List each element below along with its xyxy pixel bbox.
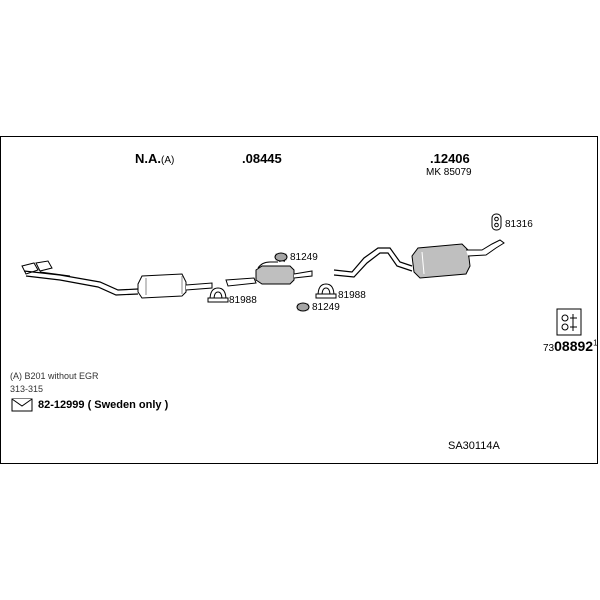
clamp-81249-bottom-icon[interactable] bbox=[296, 302, 310, 312]
rear-pipe-icon[interactable] bbox=[333, 247, 413, 278]
diagram-id: SA30114A bbox=[448, 440, 500, 452]
mounting-kit-line[interactable]: 82-12999 ( Sweden only ) bbox=[38, 399, 169, 411]
range-note: 313-315 bbox=[10, 384, 44, 394]
label-81249-top: 81249 bbox=[290, 252, 318, 263]
middle-silencer-icon[interactable] bbox=[225, 255, 313, 287]
clamp-81249-top-icon[interactable] bbox=[274, 252, 288, 262]
label-81988-left: 81988 bbox=[229, 295, 257, 306]
part-12406[interactable]: .12406 bbox=[430, 151, 470, 166]
part-08445[interactable]: .08445 bbox=[242, 151, 282, 166]
label-81988-right: 81988 bbox=[338, 290, 366, 301]
part-na[interactable]: N.A.(A) bbox=[135, 151, 175, 166]
diagram-frame bbox=[0, 136, 598, 464]
variant-note: (A) B201 without EGR bbox=[10, 371, 99, 381]
front-pipe-icon[interactable] bbox=[21, 260, 139, 296]
mounting-kit-icon[interactable] bbox=[11, 398, 33, 412]
label-81316: 81316 bbox=[505, 219, 533, 230]
front-silencer-icon[interactable] bbox=[137, 273, 213, 299]
label-81249-bottom: 81249 bbox=[312, 302, 340, 313]
ring-81988-left-icon[interactable] bbox=[207, 287, 229, 303]
ring-81988-right-icon[interactable] bbox=[315, 283, 337, 299]
catalog-number: 73088921 bbox=[543, 338, 598, 354]
rear-silencer-icon[interactable] bbox=[411, 239, 505, 279]
catalog-icon[interactable] bbox=[556, 308, 582, 336]
mounting-kit-85079: MK 85079 bbox=[426, 167, 472, 178]
hanger-81316-icon[interactable] bbox=[491, 213, 502, 231]
